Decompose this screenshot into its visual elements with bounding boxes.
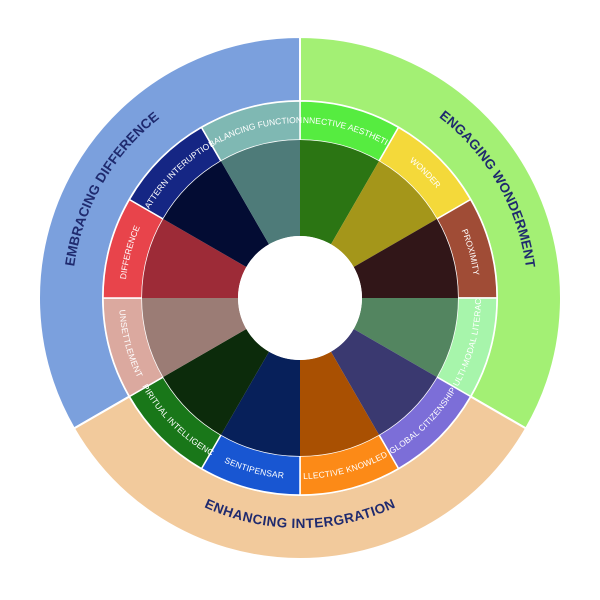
- segment-wedge-difference: [142, 219, 247, 298]
- segment-wedge-connective-aesthetics: [300, 140, 379, 245]
- segment-wedge-collective-knowledge: [300, 351, 379, 456]
- segment-wedge-multi-modal-literacy: [353, 298, 459, 377]
- segment-wedge-wonder: [331, 161, 437, 267]
- segment-wedge-global-citizenship: [331, 329, 437, 435]
- segment-wedge-proximity: [353, 219, 458, 298]
- segment-wedge-pattern-interuption: [163, 161, 269, 267]
- center-hub: [238, 236, 362, 360]
- segment-wedge-unsettlement: [142, 298, 247, 377]
- segment-label-ring: [102, 100, 498, 496]
- inner-color-ring: [142, 140, 459, 456]
- segment-wedge-spiritual-intelligence: [163, 329, 269, 435]
- segment-wedge-balancing-function: [221, 140, 300, 245]
- segment-wedge-sentipensar: [221, 351, 300, 456]
